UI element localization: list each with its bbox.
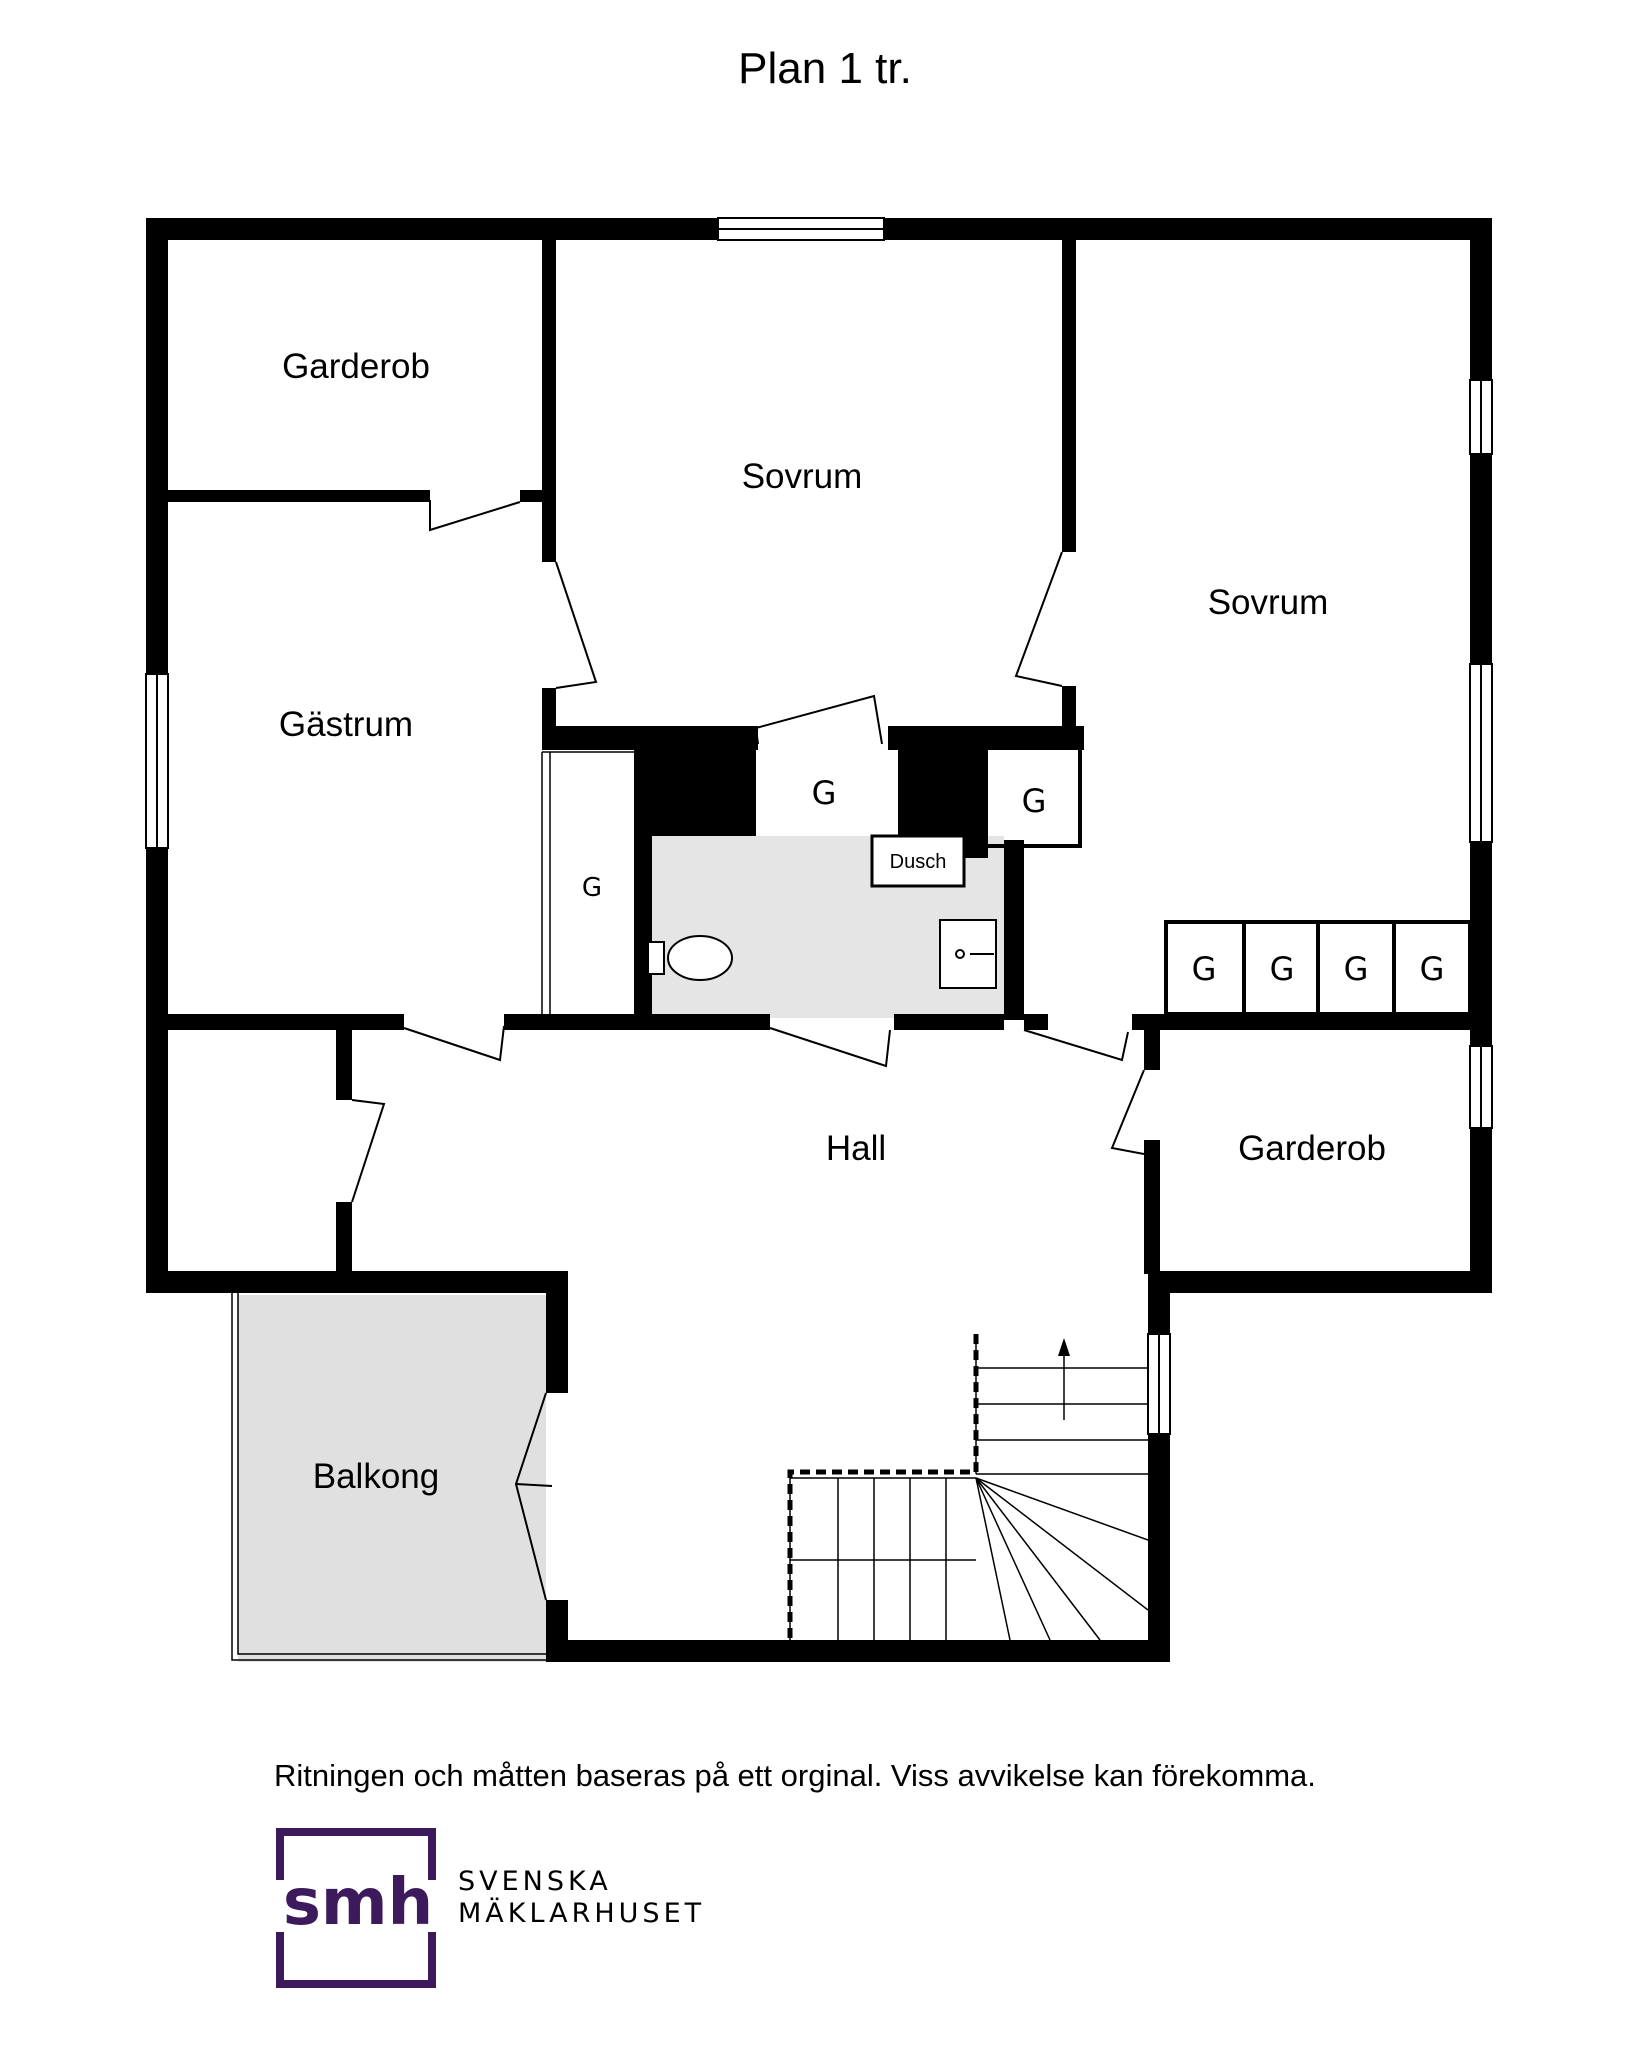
- closet-outlines: [984, 744, 1472, 1016]
- door-swings: [351, 500, 1145, 1601]
- closet-label: G: [1022, 782, 1047, 820]
- room-label-gastrum: Gästrum: [279, 705, 413, 744]
- room-label-garderob-right: Garderob: [1238, 1129, 1386, 1168]
- brand-logo: smh: [268, 1828, 448, 1988]
- windows: [145, 217, 1493, 1435]
- room-label-hall: Hall: [826, 1129, 886, 1168]
- bathroom-fixtures: [647, 834, 997, 989]
- stair-railing: [787, 1334, 979, 1640]
- closet-label: G: [582, 873, 602, 903]
- staircase: [789, 1334, 1149, 1641]
- closet-label: G: [1270, 950, 1295, 988]
- room-label-dusch: Dusch: [890, 851, 947, 873]
- closet-label: G: [1344, 950, 1369, 988]
- room-label-balkong: Balkong: [313, 1457, 439, 1496]
- room-label-sovrum-middle: Sovrum: [742, 457, 863, 496]
- room-label-sovrum-right: Sovrum: [1208, 583, 1329, 622]
- room-label-garderob-top: Garderob: [282, 347, 430, 386]
- brand-name-line2: MÄKLARHUSET: [458, 1898, 706, 1929]
- balcony-railing: [231, 1293, 546, 1661]
- plan-title: Plan 1 tr.: [738, 44, 912, 93]
- disclaimer-text: Ritningen och måtten baseras på ett orgi…: [274, 1758, 1316, 1793]
- stair-direction-arrow: [1058, 1338, 1070, 1356]
- closet-label: G: [1420, 950, 1445, 988]
- closet-label: G: [1192, 950, 1217, 988]
- brand-name-line1: SVENSKA: [458, 1866, 612, 1897]
- balcony-area: [238, 1295, 546, 1662]
- brand-logo-text: smh: [283, 1866, 433, 1940]
- closet-label: G: [812, 774, 837, 812]
- gastrum-closet-outline: [541, 751, 634, 1014]
